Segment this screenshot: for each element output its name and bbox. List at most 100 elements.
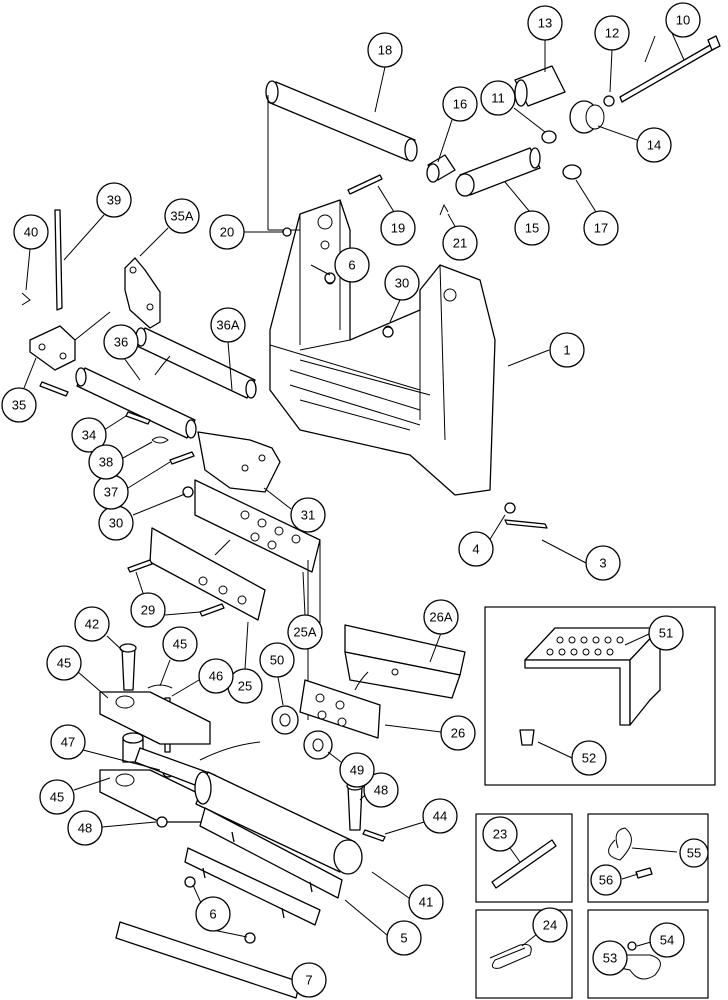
svg-text:5: 5 bbox=[400, 931, 407, 946]
callout-36: 36 bbox=[103, 324, 141, 381]
svg-text:25A: 25A bbox=[293, 625, 316, 640]
callout-31: 31 bbox=[263, 487, 326, 533]
svg-text:41: 41 bbox=[419, 895, 433, 910]
svg-text:40: 40 bbox=[24, 225, 38, 240]
callout-34: 34 bbox=[71, 415, 127, 453]
svg-text:25: 25 bbox=[238, 679, 252, 694]
callout-7: 7 bbox=[291, 962, 327, 998]
svg-text:20: 20 bbox=[220, 225, 234, 240]
callout-49: 49 bbox=[327, 751, 375, 788]
svg-text:46: 46 bbox=[209, 669, 223, 684]
callout-39: 39 bbox=[63, 182, 132, 261]
callout-47: 47 bbox=[50, 724, 161, 771]
callout-12: 12 bbox=[594, 15, 630, 93]
upper-shaft-drawing bbox=[265, 80, 418, 231]
callout-18: 18 bbox=[367, 32, 403, 113]
callout-41: 41 bbox=[371, 871, 444, 920]
svg-text:29: 29 bbox=[141, 603, 155, 618]
svg-text:35A: 35A bbox=[170, 209, 193, 224]
callout-50: 50 bbox=[259, 642, 295, 706]
callout-3: 3 bbox=[541, 539, 621, 581]
pins-36-drawing bbox=[75, 327, 257, 439]
svg-text:42: 42 bbox=[85, 617, 99, 632]
callout-11: 11 bbox=[480, 80, 546, 133]
svg-text:50: 50 bbox=[270, 653, 284, 668]
callout-15: 15 bbox=[504, 181, 550, 246]
callout-55: 55 bbox=[631, 838, 709, 868]
svg-text:16: 16 bbox=[453, 97, 467, 112]
svg-text:54: 54 bbox=[660, 933, 674, 948]
callout-30-upper: 30 bbox=[384, 265, 420, 323]
callout-52: 52 bbox=[537, 740, 607, 776]
svg-text:15: 15 bbox=[525, 221, 539, 236]
svg-text:51: 51 bbox=[659, 626, 673, 641]
svg-text:21: 21 bbox=[453, 236, 467, 251]
svg-text:49: 49 bbox=[350, 763, 364, 778]
callout-19: 19 bbox=[377, 185, 416, 246]
clamp-31-drawing bbox=[197, 431, 281, 493]
svg-text:6: 6 bbox=[348, 258, 355, 273]
callout-45-mid: 45 bbox=[46, 645, 109, 699]
svg-text:45: 45 bbox=[173, 637, 187, 652]
bolt-19-drawing bbox=[282, 174, 394, 338]
callout-54: 54 bbox=[636, 922, 685, 958]
svg-text:31: 31 bbox=[301, 508, 315, 523]
shaft-hardware-drawing bbox=[426, 35, 721, 216]
svg-text:45: 45 bbox=[57, 656, 71, 671]
svg-text:17: 17 bbox=[594, 221, 608, 236]
callout-38: 38 bbox=[88, 441, 153, 480]
svg-text:18: 18 bbox=[378, 43, 392, 58]
svg-text:48: 48 bbox=[78, 821, 92, 836]
callout-35A: 35A bbox=[139, 198, 200, 257]
callout-13: 13 bbox=[527, 5, 563, 72]
callout-6-lower: 6 bbox=[192, 884, 248, 938]
svg-text:12: 12 bbox=[605, 26, 619, 41]
callout-24: 24 bbox=[521, 907, 568, 947]
callout-14: 14 bbox=[597, 125, 672, 163]
drawbar-plates-drawing bbox=[149, 479, 321, 720]
callout-56: 56 bbox=[590, 864, 639, 896]
svg-text:26A: 26A bbox=[429, 610, 452, 625]
svg-text:10: 10 bbox=[676, 13, 690, 28]
svg-text:14: 14 bbox=[647, 138, 661, 153]
svg-text:55: 55 bbox=[687, 846, 701, 861]
callout-23: 23 bbox=[482, 816, 521, 863]
callout-48-lower: 48 bbox=[67, 810, 157, 846]
svg-text:6: 6 bbox=[209, 907, 216, 922]
svg-text:44: 44 bbox=[433, 809, 447, 824]
callout-26: 26 bbox=[384, 715, 476, 751]
callout-45-bottom: 45 bbox=[39, 777, 111, 815]
callout-4: 4 bbox=[458, 514, 506, 567]
callout-29-lower: 29 bbox=[164, 611, 201, 616]
callout-6-frame: 6 bbox=[310, 247, 370, 283]
callout-30-lower: 30 bbox=[98, 493, 186, 541]
callout-53: 53 bbox=[592, 940, 628, 976]
svg-text:47: 47 bbox=[61, 735, 75, 750]
svg-text:23: 23 bbox=[493, 827, 507, 842]
callout-25A: 25A bbox=[287, 571, 323, 650]
callout-17: 17 bbox=[575, 179, 619, 246]
svg-text:1: 1 bbox=[563, 343, 570, 358]
callout-45-top: 45 bbox=[159, 626, 198, 687]
callout-1: 1 bbox=[507, 332, 585, 368]
callout-25: 25 bbox=[227, 621, 263, 704]
svg-text:30: 30 bbox=[109, 516, 123, 531]
callout-42: 42 bbox=[74, 606, 125, 653]
svg-text:4: 4 bbox=[472, 542, 479, 557]
callout-44: 44 bbox=[384, 798, 458, 835]
callout-26A: 26A bbox=[423, 599, 459, 663]
svg-text:36: 36 bbox=[114, 335, 128, 350]
svg-text:24: 24 bbox=[543, 918, 557, 933]
plates-26-drawing bbox=[299, 624, 466, 739]
callout-29-upper: 29 bbox=[130, 571, 166, 628]
svg-text:53: 53 bbox=[603, 951, 617, 966]
callout-20: 20 bbox=[209, 214, 283, 250]
bolts-29-drawing bbox=[127, 559, 225, 617]
left-bracket-drawing bbox=[21, 209, 161, 371]
svg-text:35: 35 bbox=[12, 398, 26, 413]
svg-text:34: 34 bbox=[82, 428, 96, 443]
lower-plates-drawing bbox=[115, 502, 548, 999]
rollers-drawing bbox=[271, 705, 333, 760]
svg-text:56: 56 bbox=[599, 873, 613, 888]
